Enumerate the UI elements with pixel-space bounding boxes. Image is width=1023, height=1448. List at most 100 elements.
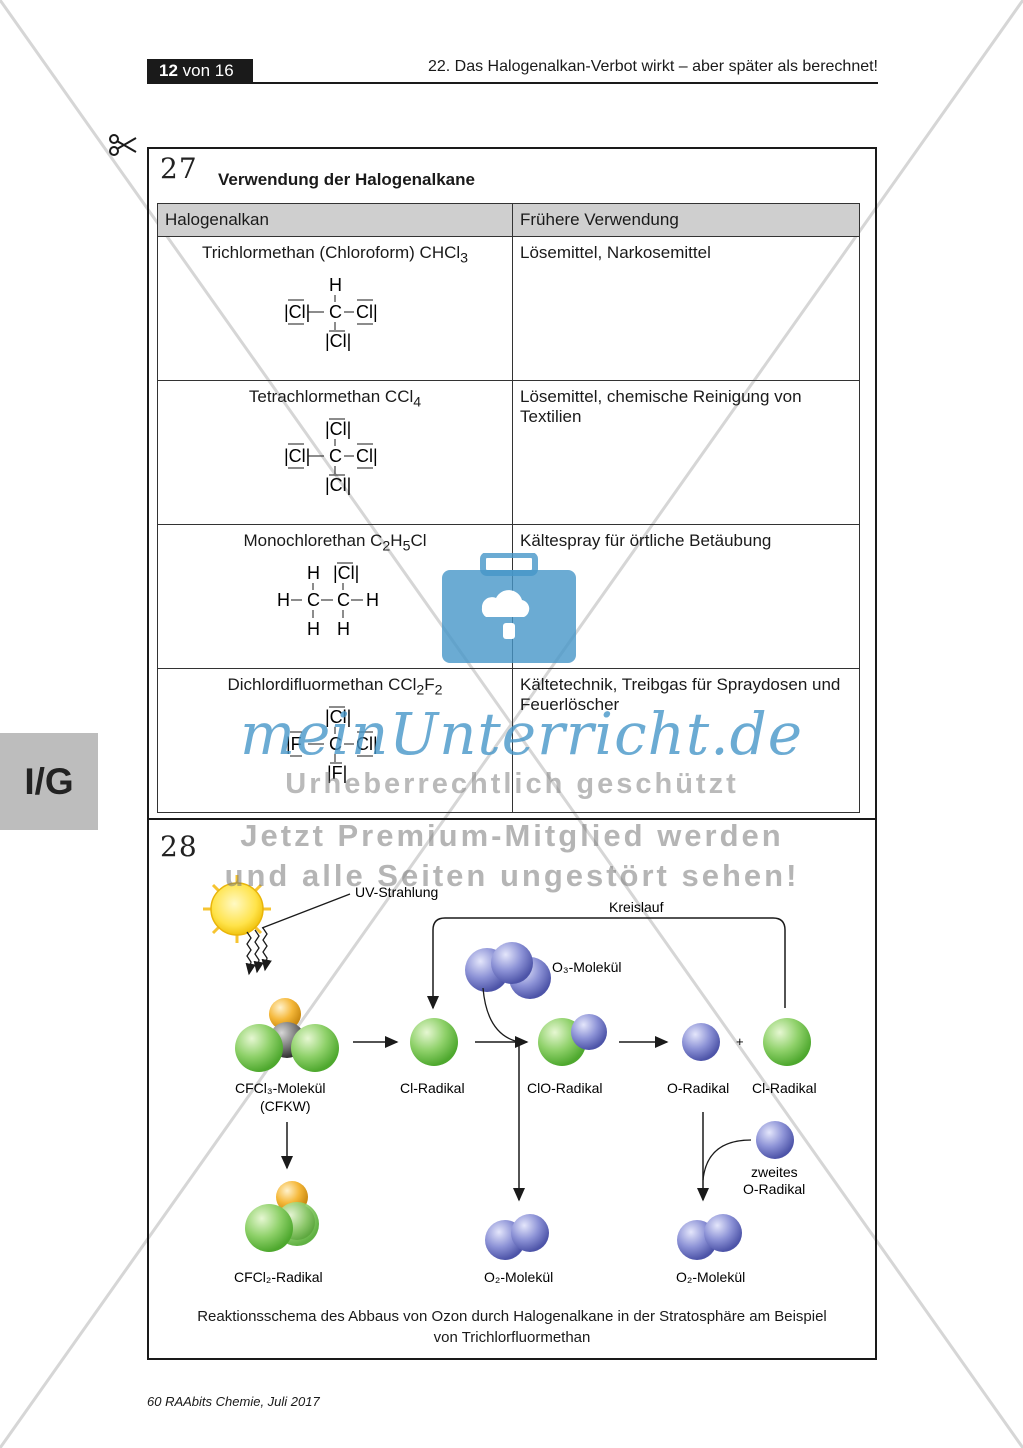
section-27-title: Verwendung der Halogenalkane (218, 170, 475, 189)
table-header-row: Halogenalkan Frühere Verwendung (157, 203, 860, 237)
o3-branch (482, 987, 520, 1043)
watermark-copyright: Urheberrechtlich geschützt (285, 768, 739, 800)
briefcase-logo-icon (442, 553, 576, 663)
watermark-line: Jetzt Premium-Mitglied werden (240, 818, 784, 853)
second-o-label-2: O-Radikal (743, 1181, 805, 1197)
compound-name: Trichlormethan (Chloroform) CHCl (201, 243, 461, 262)
chcl3-structure: H |Cl| C Cl| |Cl| (284, 275, 378, 351)
svg-text:Cl|: Cl| (356, 734, 378, 754)
section-28-number: 28 (160, 830, 198, 863)
table-header-cell: Halogenalkan (157, 203, 513, 237)
svg-text:H: H (337, 619, 350, 639)
ozone-reaction-schema: UV-Strahlung CFCl₃-Molekül (CFKW) CFCl₂-… (203, 875, 817, 1285)
subject-tab: I/G (0, 733, 98, 830)
svg-text:|Cl|: |Cl| (325, 419, 351, 439)
table-cell: Trichlormethan (Chloroform) CHCl3 H |Cl|… (157, 236, 513, 381)
table-row: Dichlordifluormethan CCl2F2 |Cl| |F C Cl… (157, 668, 860, 813)
svg-text:Cl|: Cl| (356, 446, 378, 466)
compound-subscript: 4 (413, 394, 422, 411)
compound-name: Dichlordifluormethan CCl (227, 675, 417, 694)
page-number: 12 (159, 61, 178, 80)
compound-subscript: 2 (382, 538, 391, 555)
svg-text:|Cl|: |Cl| (325, 707, 351, 727)
uv-label: UV-Strahlung (355, 884, 438, 900)
page-title: 22. Das Halogenalkan-Verbot wirkt – aber… (427, 58, 878, 75)
svg-text:C: C (329, 446, 342, 466)
o-branch (702, 1139, 752, 1181)
o3-molecule (465, 942, 551, 999)
compound-subscript: 2 (416, 682, 425, 699)
svg-text:H: H (307, 563, 320, 583)
section-28-frame (147, 820, 877, 1360)
cfcl2-radical (245, 1181, 319, 1252)
svg-text:C: C (329, 734, 342, 754)
usage-cell: Lösemittel, chemische Reinigung von Text… (512, 380, 860, 525)
header-rule (147, 82, 878, 84)
svg-text:|Cl|: |Cl| (333, 563, 359, 583)
compound-name-part: H (390, 531, 403, 550)
sun-icon (203, 875, 271, 943)
compound-subscript: 2 (434, 682, 443, 699)
watermark-premium: Jetzt Premium-Mitglied werden und alle S… (150, 816, 874, 896)
cl-radical-label: Cl-Radikal (400, 1080, 465, 1096)
cfcl3-label: CFCl₃-Molekül (235, 1080, 326, 1096)
watermark-line: und alle Seiten ungestört sehen! (224, 858, 800, 893)
svg-text:C: C (307, 590, 320, 610)
svg-text:|Cl|: |Cl| (325, 475, 351, 495)
uv-arrows (245, 893, 351, 976)
ccl2f2-structure: |Cl| |F C Cl| |F| (286, 706, 378, 783)
usage-cell: Kältetechnik, Treibgas für Spraydo­sen u… (512, 668, 860, 813)
compound-subscript: 5 (402, 538, 411, 555)
cfcl2-label: CFCl₂-Radikal (234, 1269, 323, 1285)
cl-radical-atom (410, 1018, 458, 1066)
plus-sign: + (736, 1034, 744, 1049)
svg-text:H: H (307, 619, 320, 639)
scissors-icon (109, 134, 137, 156)
section-27-number: 27 (160, 152, 198, 185)
svg-text:|Cl|: |Cl| (284, 302, 310, 322)
compound-name: Monochlorethan C (243, 531, 383, 550)
usage-cell: Lösemittel, Narkosemittel (512, 236, 860, 381)
table-cell: Tetrachlormethan CCl4 |Cl| |Cl| C Cl| |C… (157, 380, 513, 525)
compound-name-part: Cl (410, 531, 427, 550)
caption-line: von Trichlorfluormethan (433, 1329, 591, 1346)
ccl4-structure: |Cl| |Cl| C Cl| |Cl| (284, 418, 378, 495)
watermark-brand: meinUnterricht.de (240, 700, 804, 768)
halogenalkane-table: Halogenalkan Frühere Verwendung Trichlor… (157, 203, 860, 813)
cl-radical-atom-2 (763, 1018, 811, 1066)
footer-citation: 60 RAAbits Chemie, Juli 2017 (147, 1394, 320, 1409)
o2-molecule-2 (677, 1214, 742, 1260)
o-radical-atom (682, 1023, 720, 1061)
clo-label: ClO-Radikal (527, 1080, 602, 1096)
o2-label-1: O₂-Molekül (484, 1269, 553, 1285)
svg-text:|Cl|: |Cl| (284, 446, 310, 466)
svg-text:Cl|: Cl| (356, 302, 378, 322)
cl-radical-label-2: Cl-Radikal (752, 1080, 817, 1096)
cfkw-label: (CFKW) (260, 1098, 311, 1114)
second-o-radical-atom (756, 1121, 794, 1159)
o3-label: O₃-Molekül (552, 959, 622, 975)
svg-text:H: H (277, 590, 290, 610)
svg-text:|F: |F (286, 734, 302, 754)
svg-text:C: C (329, 302, 342, 322)
svg-text:C: C (337, 590, 350, 610)
svg-text:H: H (366, 590, 379, 610)
table-row: Tetrachlormethan CCl4 |Cl| |Cl| C Cl| |C… (157, 380, 860, 525)
page-number-box: 12 von 16 (147, 59, 253, 82)
figure-caption: Reaktionsschema des Abbaus von Ozon durc… (150, 1306, 874, 1348)
cycle-arrow (427, 917, 786, 1010)
compound-name-part: F (424, 675, 435, 694)
second-o-label-1: zweites (751, 1164, 798, 1180)
cycle-label: Kreislauf (609, 899, 664, 915)
table-header-cell: Frühere Verwendung (512, 203, 860, 237)
cfcl3-molecule (235, 998, 339, 1072)
section-27-frame (147, 147, 877, 820)
o-radical-label: O-Radikal (667, 1080, 729, 1096)
svg-text:|F|: |F| (327, 763, 347, 783)
compound-subscript: 3 (460, 250, 469, 267)
o2-molecule-1 (485, 1214, 549, 1260)
caption-line: Reaktionsschema des Abbaus von Ozon durc… (197, 1308, 827, 1325)
svg-text:H: H (329, 275, 342, 295)
compound-name: Tetrachlormethan CCl (248, 387, 414, 406)
svg-text:|Cl|: |Cl| (325, 331, 351, 351)
